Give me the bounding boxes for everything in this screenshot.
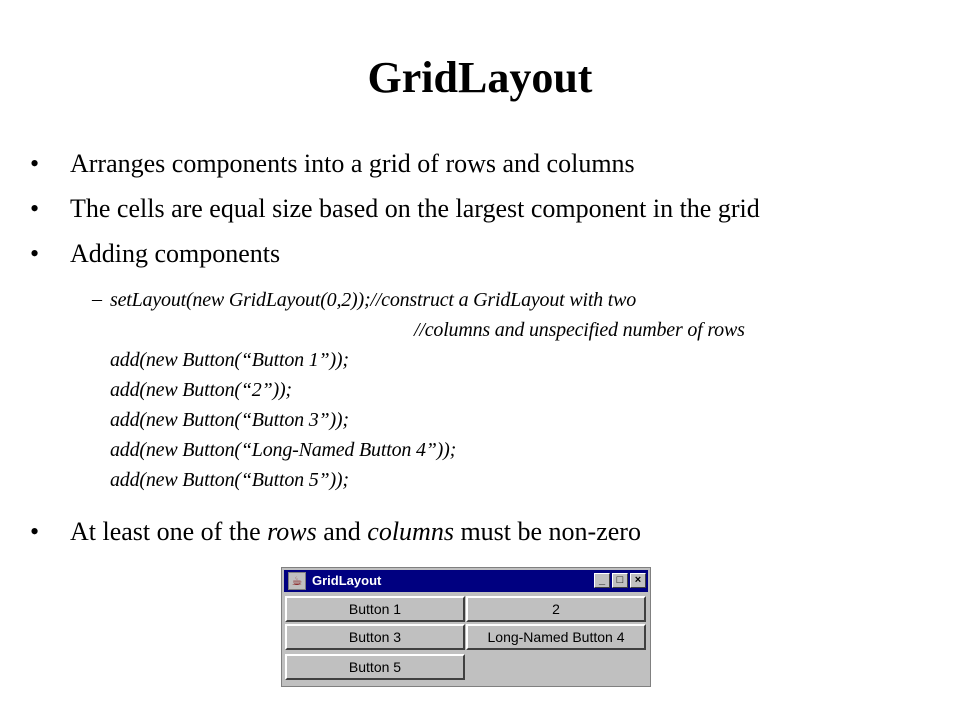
bullet-text: must be non-zero <box>453 517 641 546</box>
slide-title: GridLayout <box>367 53 593 102</box>
code-line: add(new Button(“Button 1”)); <box>110 349 349 371</box>
bullet-adding: • Adding components <box>30 238 280 270</box>
bullet-text: and <box>316 517 368 546</box>
bullet-text: Adding components <box>70 239 281 268</box>
bullet-text: The cells are equal size based on the la… <box>70 194 760 223</box>
button-3[interactable]: Button 3 <box>285 624 465 650</box>
bullet-marker: • <box>30 239 40 268</box>
code-line: add(new Button(“Button 5”)); <box>110 469 349 491</box>
bullet-marker: • <box>30 149 40 178</box>
window-title: GridLayout <box>312 573 382 588</box>
bullet-text: Arranges components into a grid of rows … <box>70 149 635 178</box>
bullet-cells: • The cells are equal size based on the l… <box>30 193 760 225</box>
gridlayout-window: ☕ GridLayout _ □ × Button 1 2 Button 3 L… <box>281 567 651 687</box>
button-5[interactable]: Button 5 <box>285 654 465 680</box>
rows-emphasis: rows <box>267 517 317 546</box>
bullet-arranges: • Arranges components into a grid of rows… <box>30 148 635 180</box>
code-line: add(new Button(“Long-Named Button 4”)); <box>110 439 457 461</box>
button-2[interactable]: 2 <box>466 596 646 622</box>
window-titlebar[interactable]: ☕ GridLayout _ □ × <box>284 570 648 592</box>
code-line: add(new Button(“2”)); <box>110 379 292 401</box>
bullet-marker: • <box>30 194 40 223</box>
columns-emphasis: columns <box>367 517 454 546</box>
button-long-named-4[interactable]: Long-Named Button 4 <box>466 624 646 650</box>
bullet-text: At least one of the <box>70 517 268 546</box>
minimize-button[interactable]: _ <box>594 573 610 588</box>
code-line: //columns and unspecified number of rows <box>414 319 745 341</box>
bullet-marker: • <box>30 517 40 546</box>
code-line: setLayout(new GridLayout(0,2));//constru… <box>110 289 637 311</box>
dash-marker: – <box>92 288 102 310</box>
java-app-icon[interactable]: ☕ <box>288 572 306 590</box>
maximize-button[interactable]: □ <box>612 573 628 588</box>
bullet-nonzero: • At least one of the rows and columns mu… <box>30 516 641 548</box>
code-line: add(new Button(“Button 3”)); <box>110 409 349 431</box>
close-button[interactable]: × <box>630 573 646 588</box>
button-1[interactable]: Button 1 <box>285 596 465 622</box>
